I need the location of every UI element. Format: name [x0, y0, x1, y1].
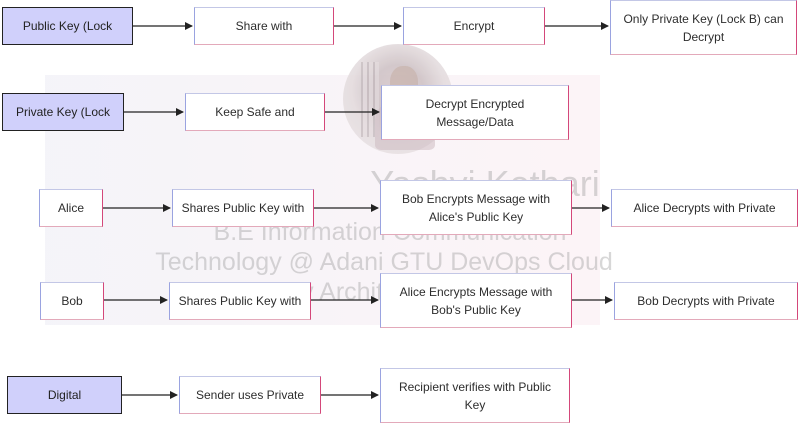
- node-share-with-label: Share with: [235, 19, 293, 33]
- node-encrypt: Encrypt: [403, 7, 545, 45]
- node-private-key: Private Key (Lock: [2, 93, 124, 131]
- node-public-key: Public Key (Lock: [2, 7, 133, 45]
- node-encrypt-label: Encrypt: [453, 19, 495, 33]
- node-only-private-key-decrypt: Only Private Key (Lock B) can Decrypt: [610, 0, 797, 55]
- node-bob-shares-public-key-label: Shares Public Key with: [178, 294, 302, 308]
- node-alice-encrypts: Alice Encrypts Message with Bob's Public…: [380, 273, 572, 328]
- node-sender-uses-private: Sender uses Private: [179, 376, 321, 414]
- node-recipient-verifies: Recipient verifies with Public Key: [380, 368, 570, 423]
- node-public-key-label: Public Key (Lock: [22, 19, 113, 33]
- node-bob-label: Bob: [61, 294, 83, 308]
- node-sender-uses-private-label: Sender uses Private: [195, 388, 305, 402]
- node-bob-encrypts-label: Bob Encrypts Message with Alice's Public…: [401, 191, 551, 224]
- node-decrypt-encrypted-label: Decrypt Encrypted Message/Data: [425, 96, 525, 129]
- node-bob-shares-public-key: Shares Public Key with: [169, 282, 311, 320]
- node-alice-decrypts-label: Alice Decrypts with Private: [633, 201, 776, 215]
- node-digital-label: Digital: [47, 388, 82, 402]
- node-keep-safe: Keep Safe and: [185, 93, 325, 131]
- node-share-with: Share with: [194, 7, 334, 45]
- node-bob-decrypts-label: Bob Decrypts with Private: [637, 294, 775, 308]
- node-decrypt-encrypted: Decrypt Encrypted Message/Data: [381, 85, 569, 140]
- node-recipient-verifies-label: Recipient verifies with Public Key: [398, 379, 552, 412]
- node-alice-shares-public-key: Shares Public Key with: [172, 189, 314, 227]
- node-alice-shares-public-key-label: Shares Public Key with: [181, 201, 305, 215]
- node-alice: Alice: [39, 189, 103, 227]
- node-alice-decrypts: Alice Decrypts with Private: [611, 189, 798, 227]
- node-private-key-label: Private Key (Lock: [15, 105, 111, 119]
- photo-door: [361, 62, 379, 137]
- node-bob-encrypts: Bob Encrypts Message with Alice's Public…: [380, 180, 572, 235]
- node-digital: Digital: [7, 376, 122, 414]
- node-alice-encrypts-label: Alice Encrypts Message with Bob's Public…: [399, 284, 553, 317]
- node-bob-decrypts: Bob Decrypts with Private: [614, 282, 798, 320]
- node-only-private-key-decrypt-label: Only Private Key (Lock B) can Decrypt: [623, 11, 784, 44]
- node-alice-label: Alice: [57, 201, 84, 215]
- node-keep-safe-label: Keep Safe and: [215, 105, 295, 119]
- watermark-line-2: Technology @ Adani GTU DevOps Cloud: [155, 248, 613, 276]
- node-bob: Bob: [40, 282, 104, 320]
